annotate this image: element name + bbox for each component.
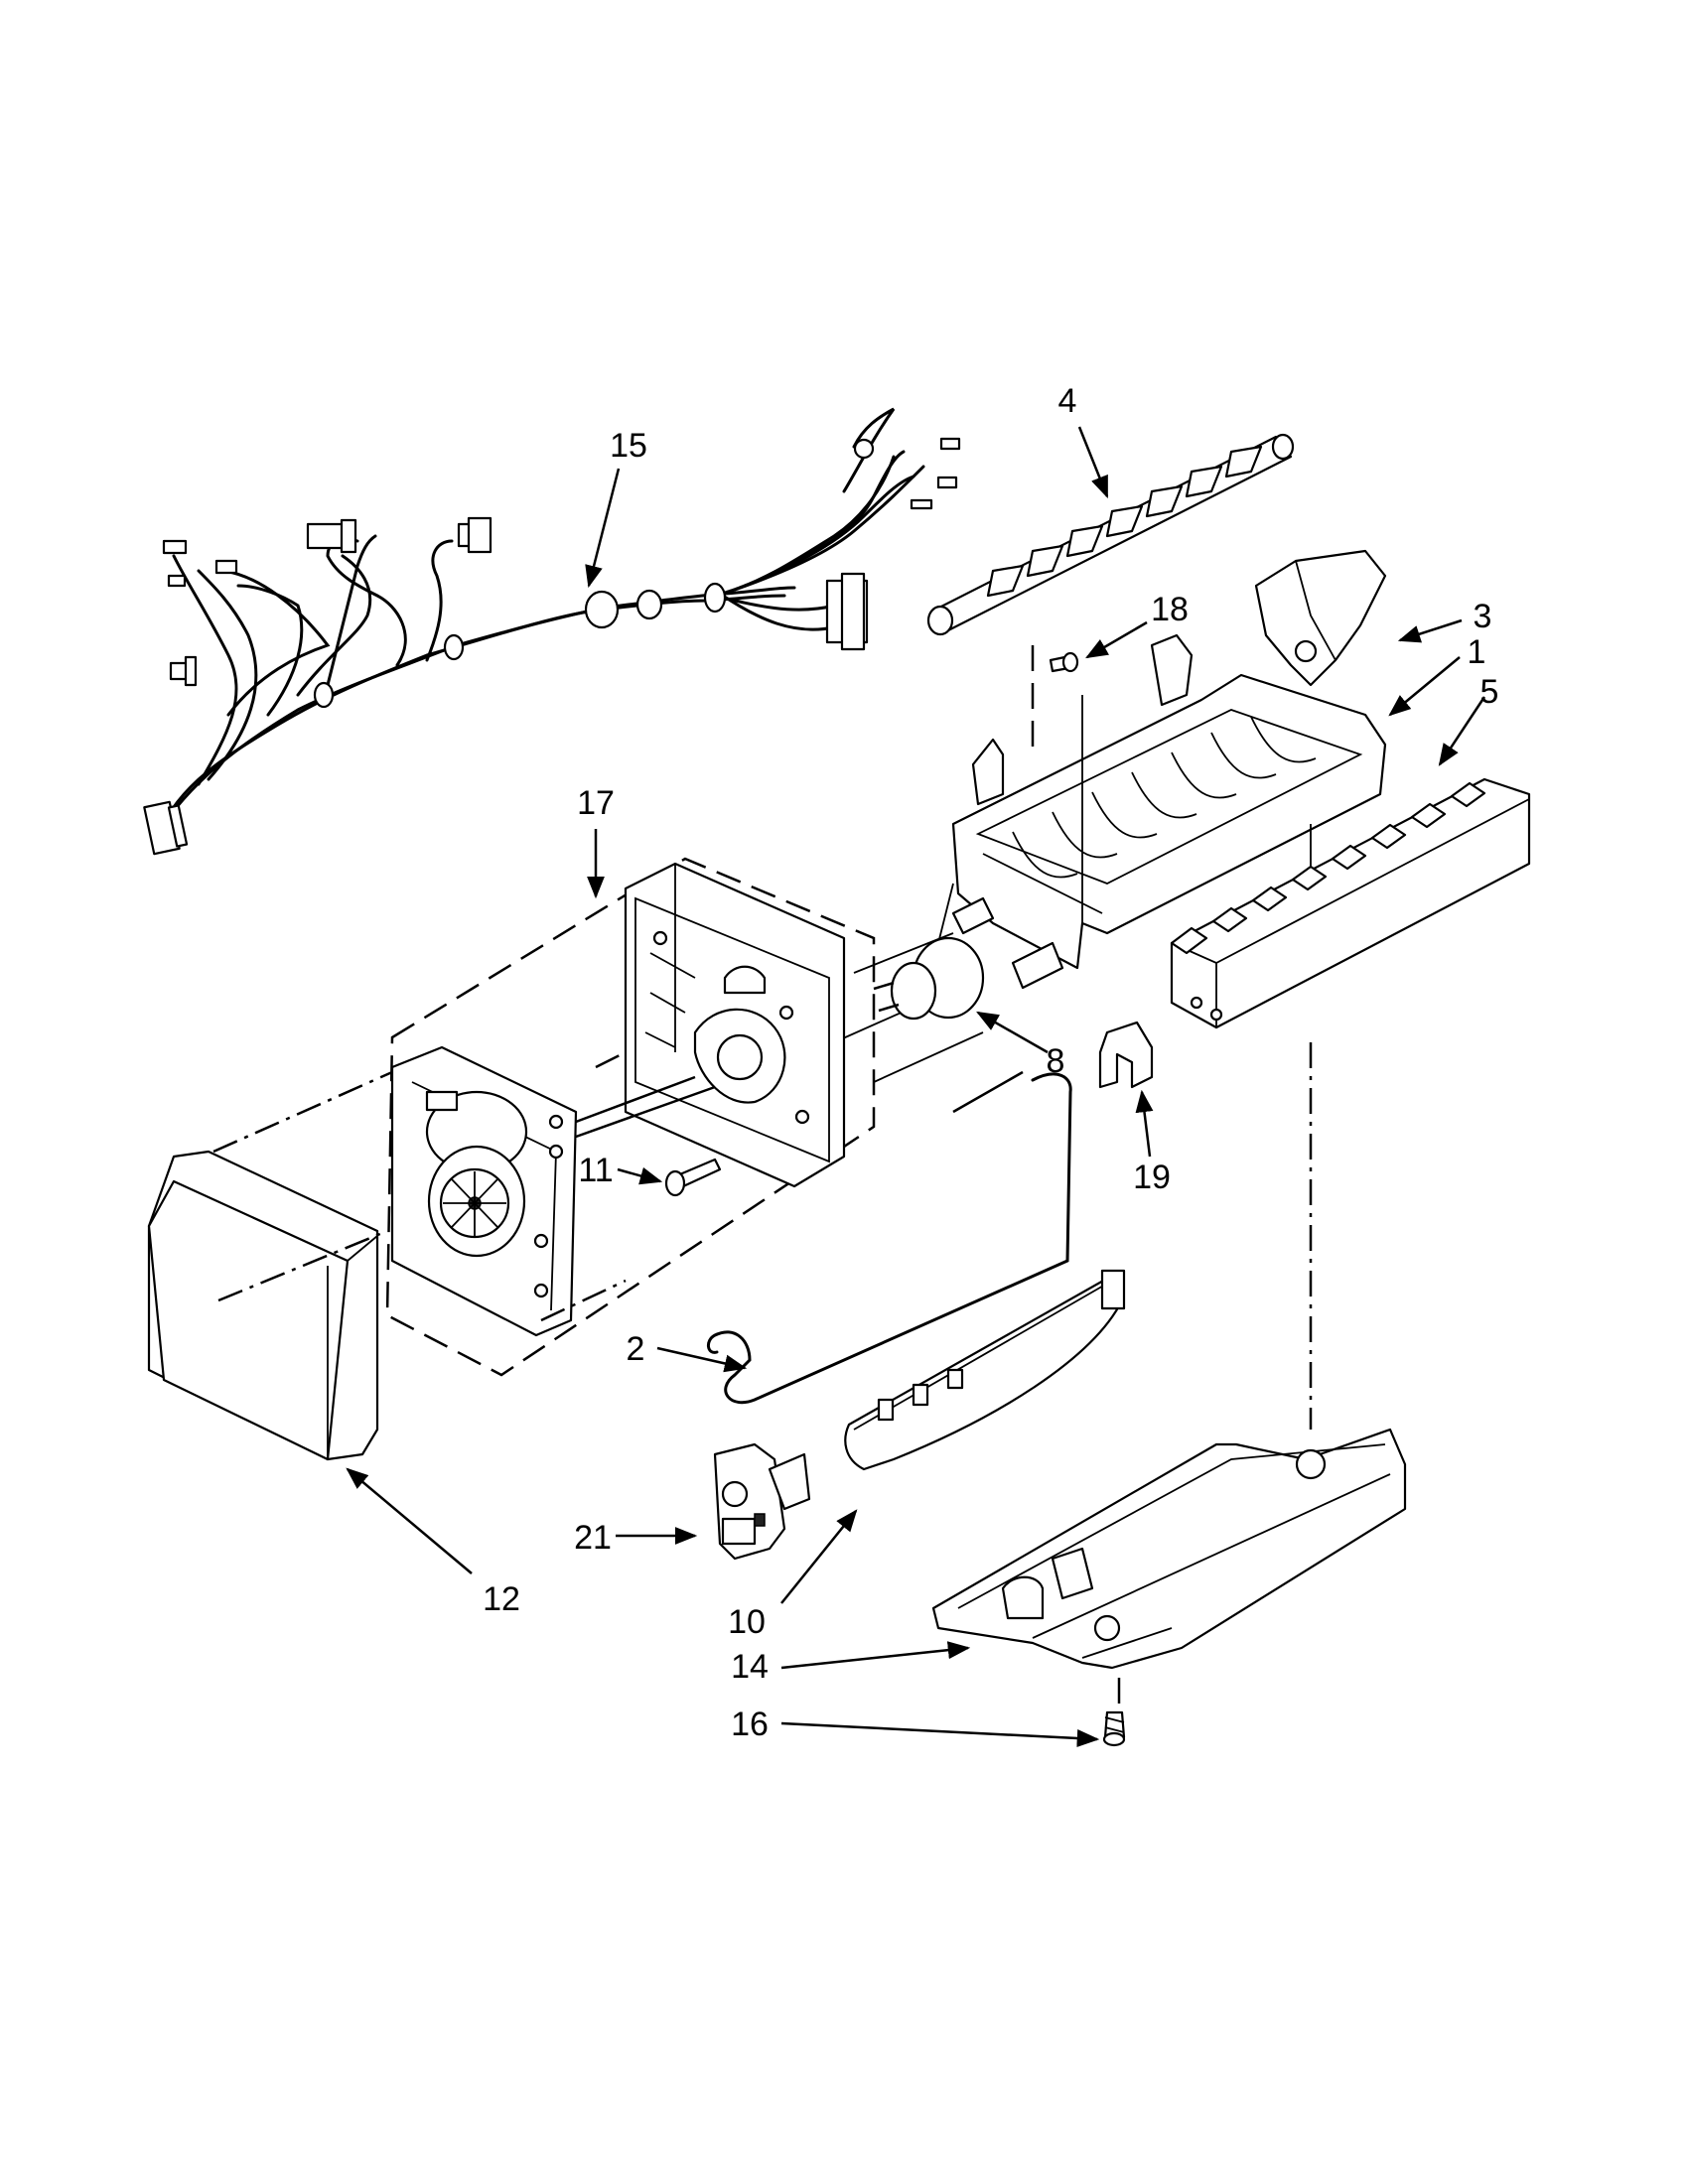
control-housing-group bbox=[385, 857, 876, 1377]
callout-1: 1 bbox=[1468, 633, 1486, 671]
callout-2: 2 bbox=[627, 1330, 645, 1368]
feeler-bail bbox=[844, 1269, 1126, 1471]
ejector bbox=[926, 433, 1295, 636]
callout-11: 11 bbox=[578, 1152, 613, 1189]
screw-11 bbox=[664, 1158, 722, 1197]
callout-12: 12 bbox=[483, 1580, 520, 1618]
callout-19: 19 bbox=[1133, 1159, 1171, 1196]
ice-mold bbox=[833, 633, 1387, 1114]
fill-cup bbox=[1254, 549, 1387, 687]
clip bbox=[1098, 1021, 1154, 1089]
front-cover bbox=[147, 1150, 379, 1461]
wire-harness bbox=[143, 407, 961, 856]
ice-base-tray bbox=[931, 1428, 1407, 1670]
callout-labels: 4 15 18 3 1 5 17 8 11 19 2 21 12 10 14 1… bbox=[483, 382, 1498, 1743]
callout-15: 15 bbox=[610, 427, 647, 465]
callout-16: 16 bbox=[731, 1706, 769, 1743]
assembly-center-lines bbox=[212, 1042, 1313, 1707]
callout-4: 4 bbox=[1058, 382, 1077, 420]
callout-10: 10 bbox=[728, 1603, 766, 1641]
screw-16 bbox=[1102, 1710, 1126, 1747]
stripper bbox=[1170, 777, 1531, 1029]
callout-18: 18 bbox=[1151, 591, 1189, 628]
callout-5: 5 bbox=[1480, 673, 1499, 711]
callout-3: 3 bbox=[1474, 598, 1492, 635]
screw-18 bbox=[1031, 645, 1079, 754]
leader-lines bbox=[346, 426, 1486, 1747]
shutoff-arm bbox=[707, 1072, 1072, 1405]
callout-21: 21 bbox=[574, 1519, 612, 1557]
thermostat bbox=[873, 936, 985, 1021]
callout-17: 17 bbox=[577, 784, 615, 822]
water-valve bbox=[713, 1442, 811, 1561]
callout-8: 8 bbox=[1047, 1042, 1065, 1080]
callout-14: 14 bbox=[731, 1648, 769, 1686]
